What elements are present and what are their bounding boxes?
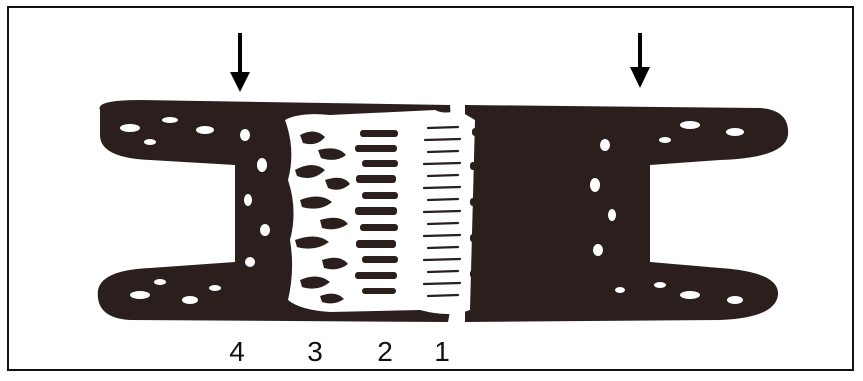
zone-label-4: 4 (229, 338, 245, 366)
zone-label-1: 1 (434, 338, 450, 366)
right-bone-mass (465, 105, 788, 322)
zone-label-2: 2 (377, 338, 393, 366)
right-arrow-icon (630, 33, 650, 88)
left-arrow-icon (230, 33, 250, 92)
zone-label-3: 3 (307, 338, 323, 366)
